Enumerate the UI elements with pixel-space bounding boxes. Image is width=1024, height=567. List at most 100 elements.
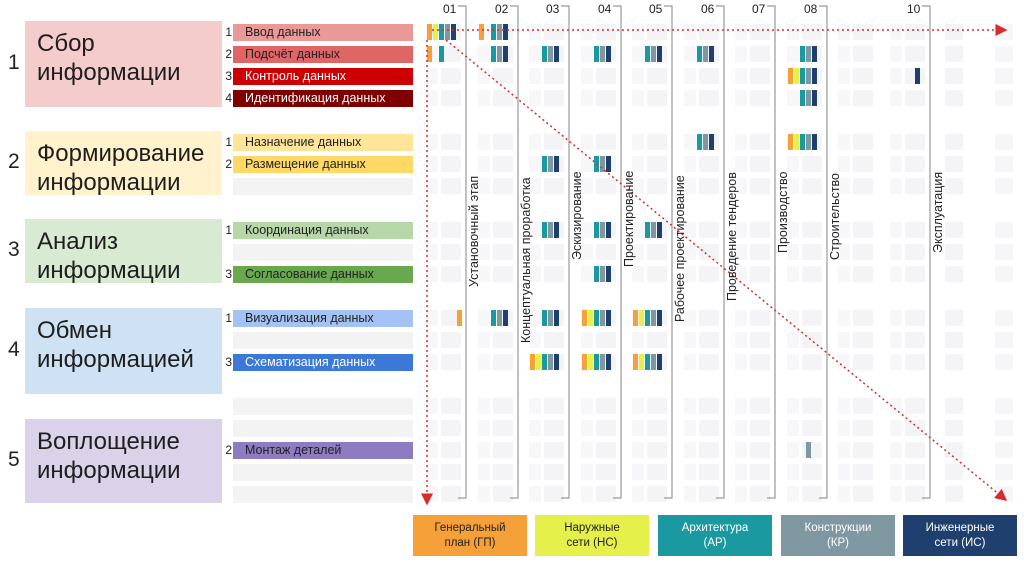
grid-cell <box>750 46 770 62</box>
discipline-mark <box>606 222 611 238</box>
grid-cell <box>945 310 963 326</box>
grid-cell <box>853 178 873 194</box>
grid-cell <box>684 24 696 40</box>
phase-label: Строительство <box>828 172 842 260</box>
grid-cell <box>750 486 770 502</box>
legend-item: Архитектура (АР) <box>658 515 772 556</box>
grid-cell <box>647 442 667 458</box>
grid-cell <box>905 464 925 480</box>
grid-cell <box>596 332 616 348</box>
grid-cell <box>478 420 490 436</box>
grid-cell <box>544 266 564 282</box>
grid-cell <box>890 46 902 62</box>
grid-cell <box>426 420 438 436</box>
grid-cell <box>684 68 696 84</box>
grid-cell <box>735 354 747 370</box>
discipline-mark <box>709 134 714 150</box>
grid-cell <box>493 442 513 458</box>
grid-cell <box>802 24 822 40</box>
grid-cell <box>750 244 770 260</box>
grid-cell <box>838 68 850 84</box>
grid-cell <box>905 90 925 106</box>
grid-cell <box>441 134 461 150</box>
legend-item: Конструкции (КР) <box>781 515 895 556</box>
grid-cell <box>838 486 850 502</box>
substage-label: Схематизация данных <box>233 354 413 371</box>
grid-cell <box>802 332 822 348</box>
substage-label: Ввод данных <box>233 24 413 41</box>
grid-cell <box>787 46 799 62</box>
grid-cell <box>647 156 667 172</box>
legend-item: Генеральный план (ГП) <box>413 515 527 556</box>
grid-cell <box>735 464 747 480</box>
discipline-mark <box>457 310 462 326</box>
grid-cell <box>699 266 719 282</box>
legend-label: Наружные сети (НС) <box>564 521 620 549</box>
grid-cell <box>684 266 696 282</box>
discipline-mark <box>479 24 484 40</box>
grid-cell <box>802 266 822 282</box>
grid-cell <box>945 178 963 194</box>
grid-cell <box>426 222 438 238</box>
discipline-mark <box>639 310 644 326</box>
phase-number: 06 <box>701 2 715 16</box>
discipline-mark <box>806 68 811 84</box>
discipline-mark <box>554 156 559 172</box>
grid-cell <box>426 354 438 370</box>
discipline-mark <box>600 156 605 172</box>
substage-label: Размещение данных <box>233 156 413 173</box>
grid-cell <box>802 244 822 260</box>
grid-cell <box>478 442 490 458</box>
grid-cell <box>441 442 461 458</box>
stage-block: Воплощение информации <box>25 419 222 503</box>
grid-cell <box>995 68 1013 84</box>
discipline-mark <box>806 46 811 62</box>
substage-label <box>233 398 413 415</box>
discipline-mark <box>594 354 599 370</box>
grid-cell <box>750 420 770 436</box>
grid-cell <box>735 46 747 62</box>
grid-cell <box>890 354 902 370</box>
substage-label: Согласование данных <box>233 266 413 283</box>
grid-cell <box>750 310 770 326</box>
grid-cell <box>493 464 513 480</box>
phase-bracket <box>767 5 776 499</box>
grid-cell <box>596 486 616 502</box>
grid-cell <box>735 68 747 84</box>
grid-cell <box>945 68 963 84</box>
grid-cell <box>493 266 513 282</box>
grid-cell <box>750 332 770 348</box>
grid-cell <box>581 156 593 172</box>
discipline-mark <box>600 222 605 238</box>
grid-cell <box>890 464 902 480</box>
grid-cell <box>544 398 564 414</box>
grid-cell <box>647 486 667 502</box>
grid-cell <box>802 354 822 370</box>
grid-cell <box>441 156 461 172</box>
grid-cell <box>581 464 593 480</box>
discipline-mark <box>491 46 496 62</box>
discipline-mark <box>503 24 508 40</box>
phase-bracket <box>561 5 570 499</box>
discipline-mark <box>503 310 508 326</box>
substage-label <box>233 178 413 195</box>
grid-cell <box>441 398 461 414</box>
discipline-mark <box>542 46 547 62</box>
substage-label <box>233 420 413 437</box>
grid-cell <box>529 486 541 502</box>
grid-cell <box>544 134 564 150</box>
phase-label: Эскизирование <box>570 171 584 260</box>
grid-cell <box>838 156 850 172</box>
grid-cell <box>750 68 770 84</box>
grid-cell <box>647 420 667 436</box>
grid-cell <box>905 266 925 282</box>
grid-cell <box>735 266 747 282</box>
grid-cell <box>735 442 747 458</box>
legend-item: Наружные сети (НС) <box>535 515 649 556</box>
discipline-mark <box>651 354 656 370</box>
grid-cell <box>838 266 850 282</box>
grid-cell <box>632 90 644 106</box>
phase-number: 02 <box>495 2 509 16</box>
phase-number: 07 <box>752 2 766 16</box>
grid-cell <box>905 24 925 40</box>
